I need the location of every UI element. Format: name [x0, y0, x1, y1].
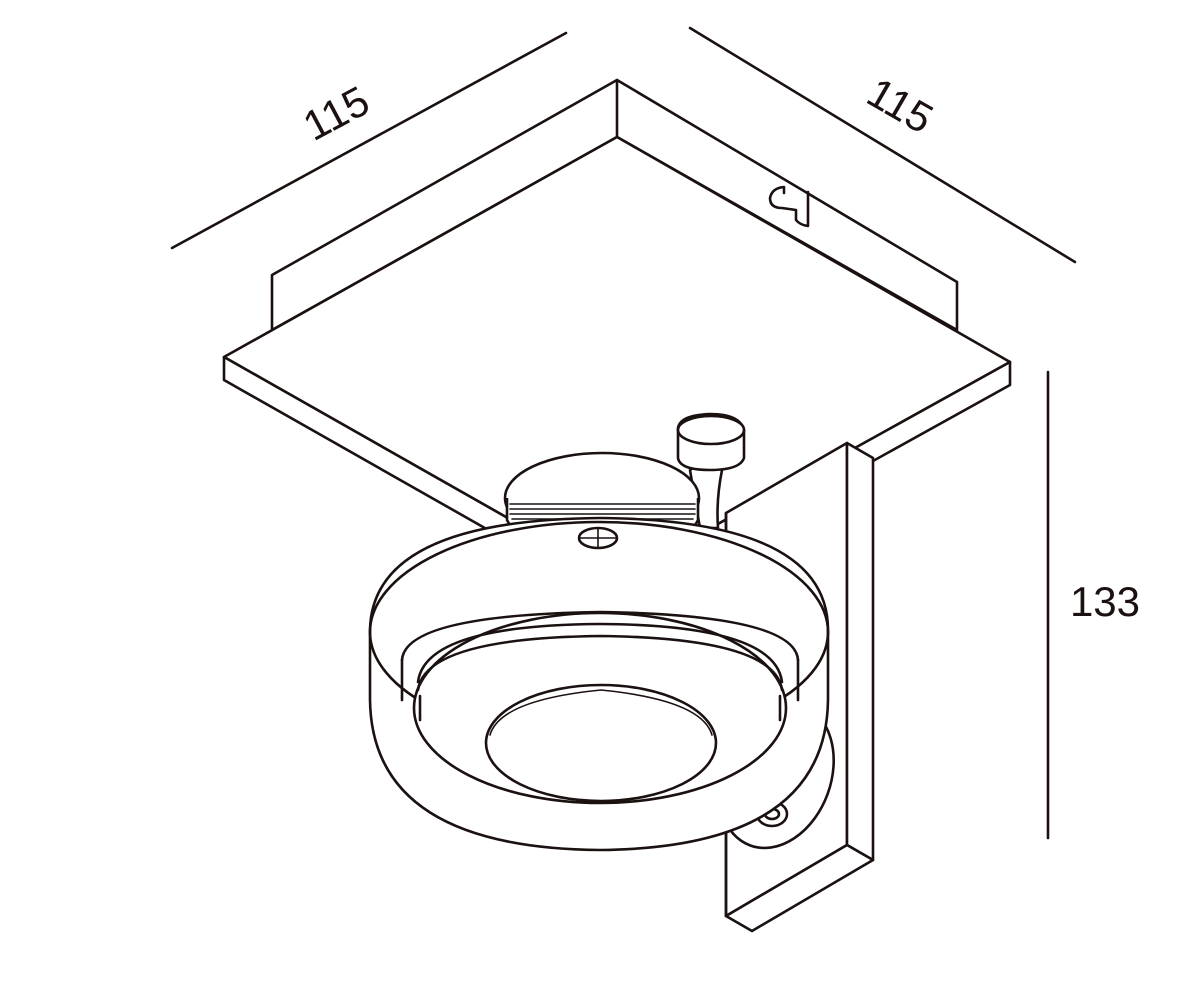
pivot-joint	[676, 412, 746, 530]
dimension-label-right-width: 115	[860, 68, 941, 142]
lamp-head	[368, 516, 835, 852]
dimension-label-left-width: 115	[296, 77, 377, 150]
dimension-label-height: 133	[1070, 578, 1140, 625]
dimension-line-right	[688, 26, 1077, 264]
dimension-line-left	[170, 31, 568, 250]
